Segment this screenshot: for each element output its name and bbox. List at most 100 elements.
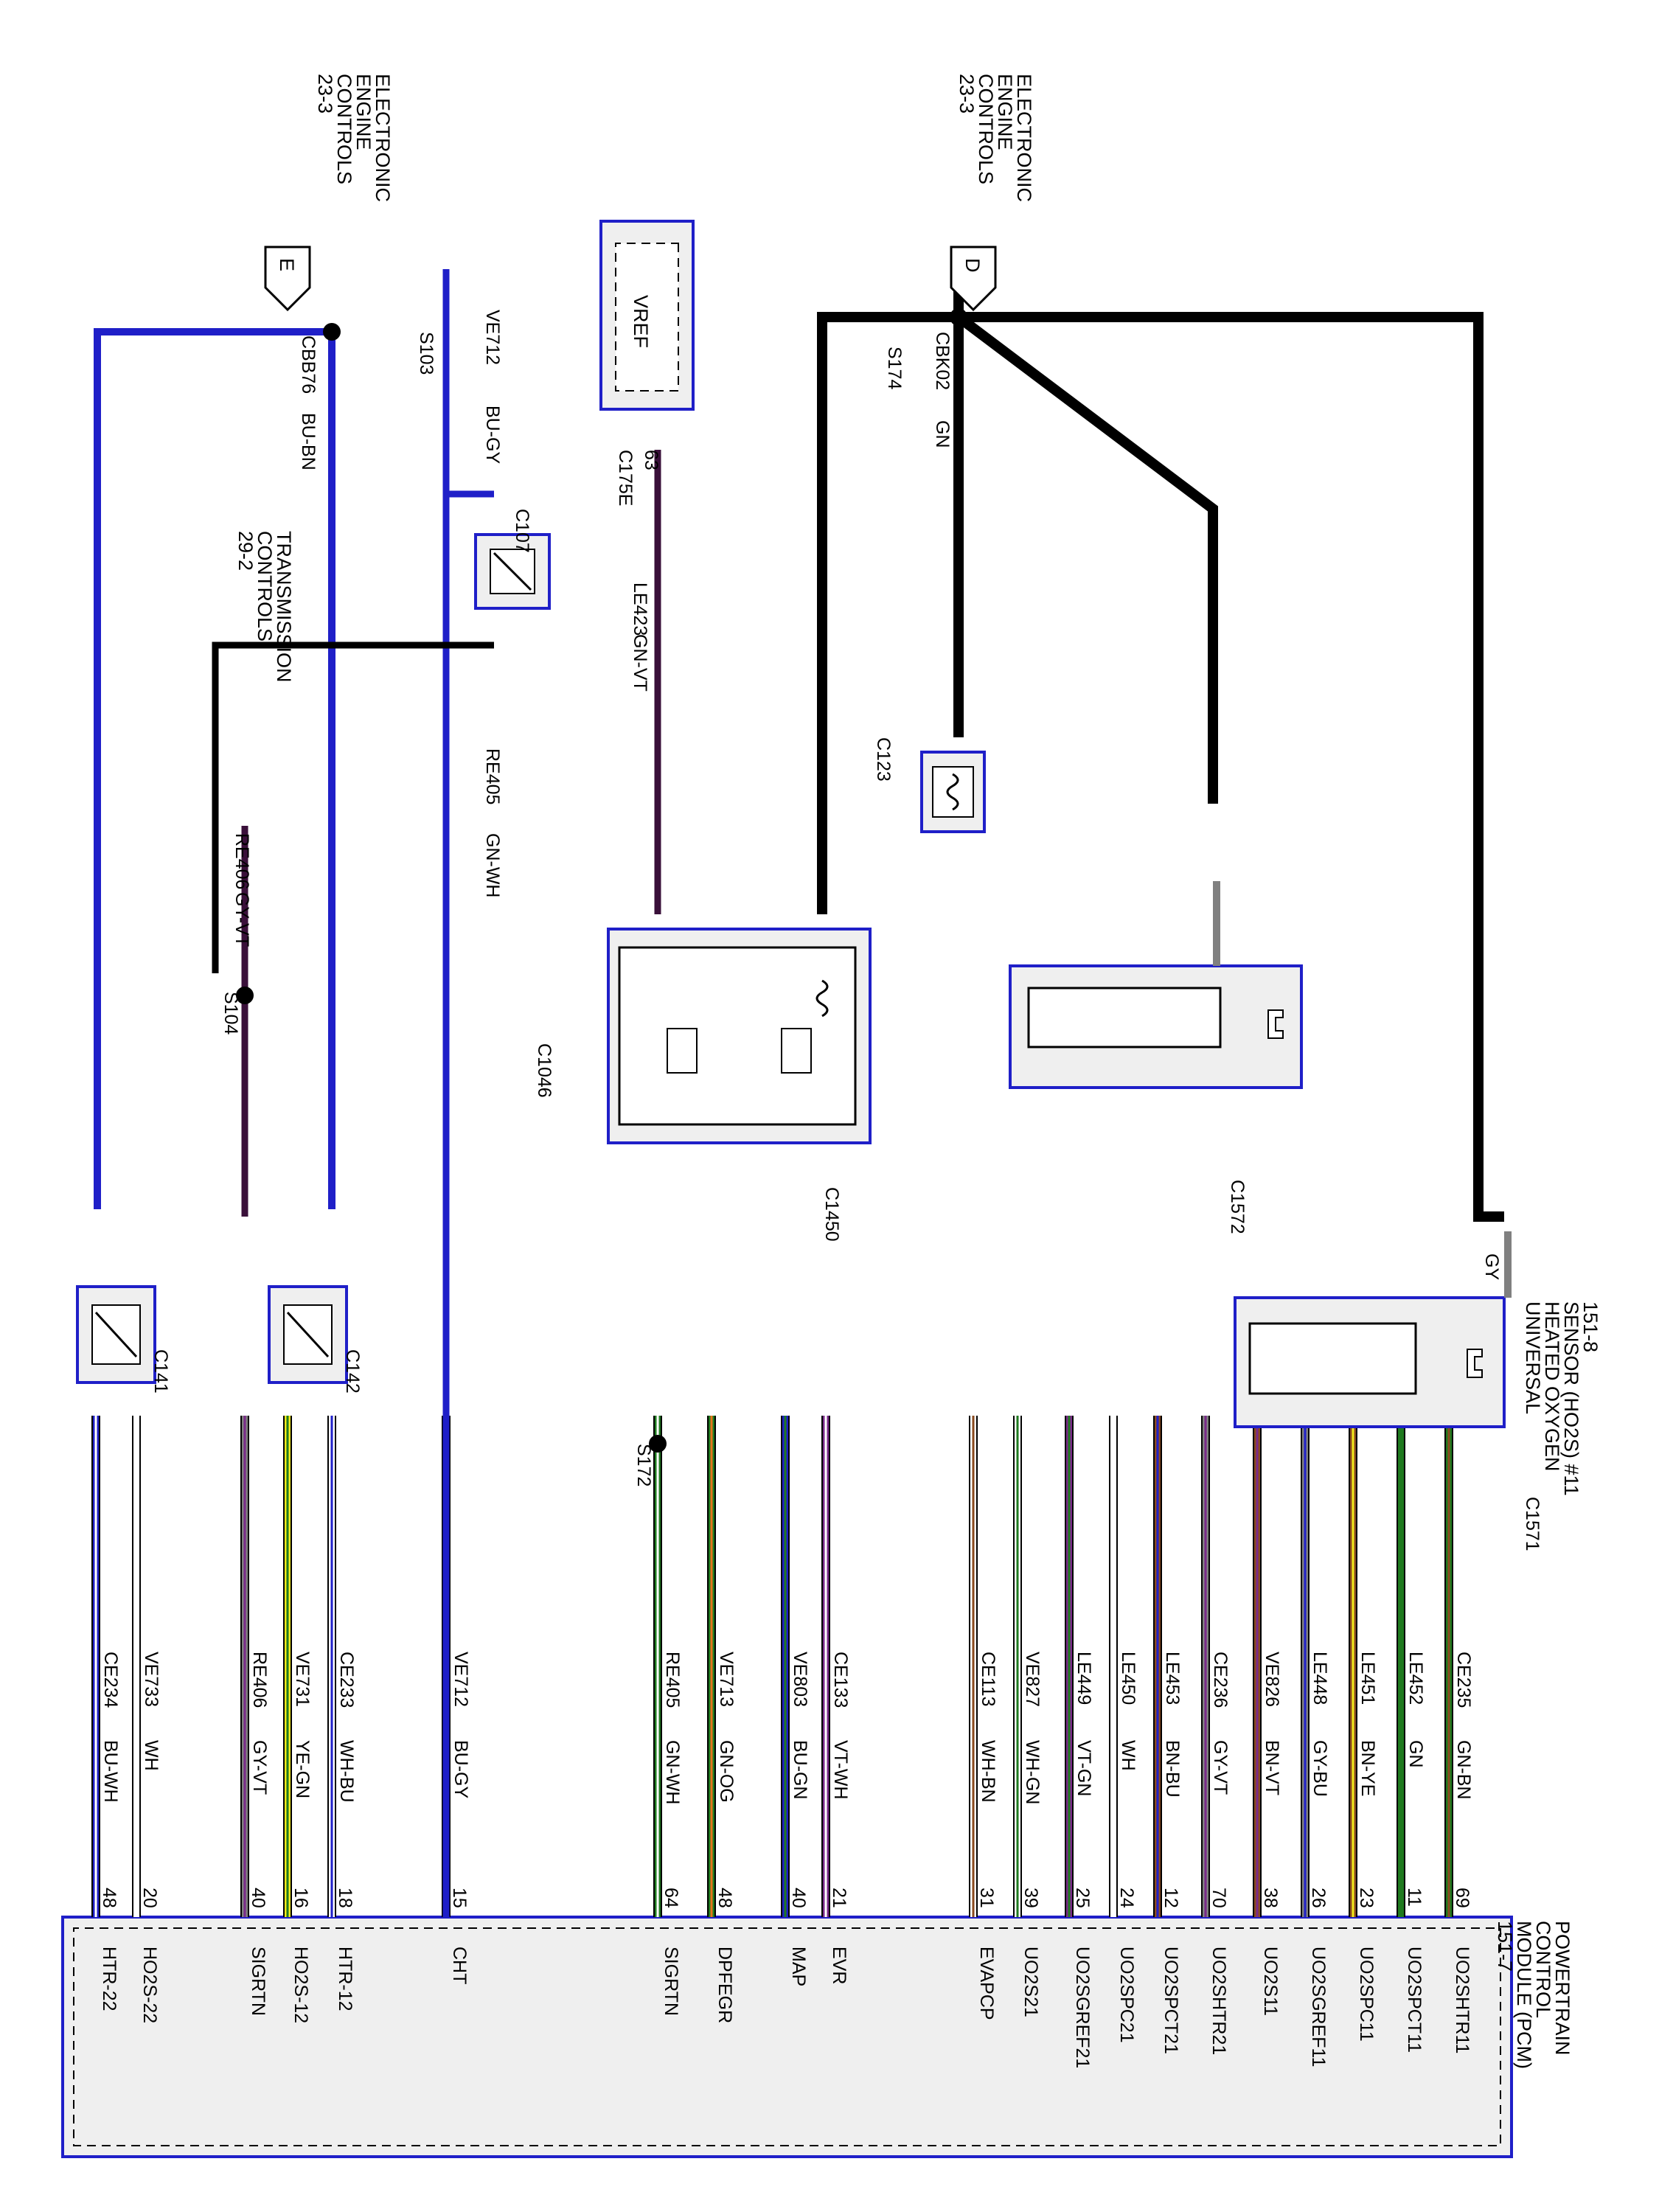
label-c1046: C1046 xyxy=(534,1043,554,1098)
pin-number: 15 xyxy=(449,1888,470,1908)
pin-name: UO2S21 xyxy=(1020,1947,1041,2017)
upper-wires xyxy=(94,269,1512,1917)
pin-number: 20 xyxy=(139,1888,160,1908)
solenoid-icon xyxy=(815,979,829,1018)
heater-icon xyxy=(1467,1349,1483,1378)
ho2s22-sensor xyxy=(76,1285,156,1384)
sensor-resistor-icon xyxy=(781,1028,812,1074)
label-cbb76: CBB76 xyxy=(298,335,319,394)
wire-circuit-label: CE113 xyxy=(978,1652,998,1707)
pin-name: DPFEGR xyxy=(714,1947,735,2023)
wire-color-label: WH-BN xyxy=(978,1740,998,1803)
wire-color-label: GN-WH xyxy=(662,1740,683,1804)
pin-number: 21 xyxy=(829,1888,849,1908)
label-c1450: C1450 xyxy=(821,1187,842,1242)
splice-s103 xyxy=(323,323,341,341)
pin-number: 12 xyxy=(1161,1888,1181,1908)
pin-number: 70 xyxy=(1208,1888,1229,1908)
flag-e: E xyxy=(264,246,311,312)
pcm-top-module: VREF xyxy=(599,220,695,411)
pin-number: 25 xyxy=(1072,1888,1093,1908)
pin-number: 26 xyxy=(1308,1888,1329,1908)
pin-number: 48 xyxy=(714,1888,735,1908)
label-s104: S104 xyxy=(220,992,241,1034)
eec-right-ref: ELECTRONIC ENGINE CONTROLS 23-3 xyxy=(956,74,1035,202)
label-c1571: C1571 xyxy=(1522,1497,1543,1551)
wire-circuit-label: CE133 xyxy=(830,1652,851,1708)
label-s172: S172 xyxy=(633,1444,654,1486)
wire-color-label: VT-WH xyxy=(830,1740,851,1800)
wire-circuit-label: LE449 xyxy=(1074,1652,1094,1705)
pcm-bottom-title: POWERTRAIN CONTROL MODULE (PCM) 151-7 xyxy=(1494,1921,1573,2069)
wire-circuit-label: LE453 xyxy=(1162,1652,1183,1705)
wire-re405 xyxy=(212,641,494,973)
wire-circuit-label: VE731 xyxy=(292,1652,313,1707)
wire-color-label: GY-VT xyxy=(249,1740,270,1795)
label-c142: C142 xyxy=(342,1349,363,1394)
pin-name: UO2SHTR21 xyxy=(1208,1947,1229,2055)
label-gy: GY xyxy=(1481,1253,1502,1280)
pin-number: 48 xyxy=(99,1888,119,1908)
wire-color-label: WH-BU xyxy=(336,1740,357,1803)
wire-cbb76-a xyxy=(94,328,332,1209)
wire-circuit-label: VE826 xyxy=(1262,1652,1282,1707)
label-cbk02: CBK02 xyxy=(932,332,953,390)
ho2s12-sensor xyxy=(268,1285,348,1384)
wire-color-label: GY-BU xyxy=(1310,1740,1330,1797)
wire-circuit-label: VE803 xyxy=(790,1652,810,1707)
wire-circuit-label: LE448 xyxy=(1310,1652,1330,1705)
svg-text:ELECTRONIC: ELECTRONIC xyxy=(1013,74,1035,202)
pin-number: 40 xyxy=(248,1888,268,1908)
heater-icon xyxy=(1267,1009,1284,1039)
svg-text:D: D xyxy=(961,258,984,273)
svg-text:151-7: 151-7 xyxy=(1494,1921,1516,1972)
wire-ve712 xyxy=(442,269,494,1917)
wire-circuit-label: RE405 xyxy=(662,1652,683,1708)
wire-cbk02-2 xyxy=(955,313,1218,804)
uho2s11-sensor: UNIVERSAL HEATED OXYGEN SENSOR (HO2S) #1… xyxy=(1234,1296,1601,1496)
svg-text:CONTROLS: CONTROLS xyxy=(254,531,276,641)
pin-name: HO2S-22 xyxy=(139,1947,160,2023)
pin-name: UO2SPCT11 xyxy=(1404,1947,1425,2053)
pin-name: CHT xyxy=(449,1947,470,1984)
wire-color-label: WH xyxy=(141,1740,161,1771)
uho2s21-sensor xyxy=(1009,964,1303,1089)
label-bu-bn: BU-BN xyxy=(298,413,319,470)
label-c175e: C175E xyxy=(615,450,636,506)
pin-name: SIGRTN xyxy=(248,1947,268,2016)
pin-name: UO2S11 xyxy=(1260,1947,1281,2016)
svg-text:151-8: 151-8 xyxy=(1579,1301,1601,1352)
label-le423: LE423 xyxy=(630,582,650,636)
wire-color-label: BN-VT xyxy=(1262,1740,1282,1795)
wire-circuit-label: RE406 xyxy=(249,1652,270,1708)
pin-name: EVR xyxy=(829,1947,849,1984)
wire-circuit-label: CE235 xyxy=(1453,1652,1474,1708)
label-re405: RE405 xyxy=(482,748,503,804)
svg-text:ENGINE: ENGINE xyxy=(352,74,375,150)
svg-text:HEATED OXYGEN: HEATED OXYGEN xyxy=(1541,1301,1563,1472)
pin-number: 24 xyxy=(1116,1888,1137,1908)
